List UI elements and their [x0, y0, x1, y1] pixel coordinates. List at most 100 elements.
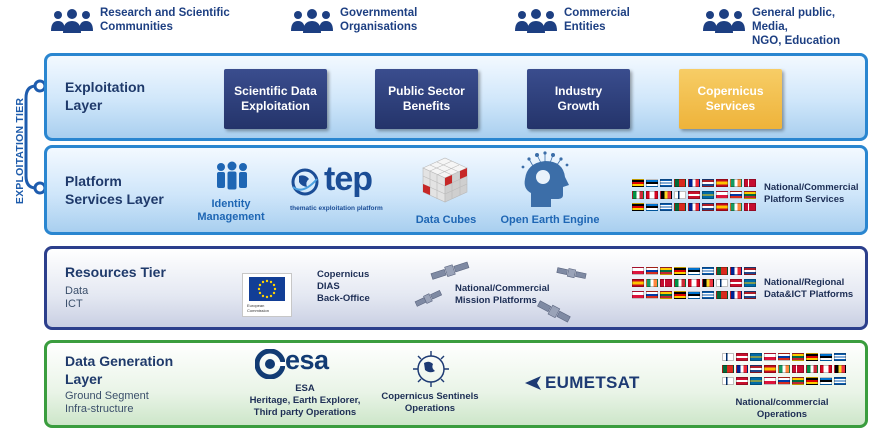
national-flag [764, 377, 776, 385]
user-group-government: Governmental Organisations [290, 6, 417, 46]
national-flag [744, 203, 756, 211]
national-flag [702, 191, 714, 199]
data-cubes-label: Data Cubes [415, 214, 477, 226]
tep-subtitle: thematic exploitation platform [290, 205, 383, 212]
national-platforms-label: National/Commercial Platform Services [764, 182, 859, 205]
national-flag [750, 365, 762, 373]
national-flag [674, 279, 686, 287]
identity-users-icon [217, 161, 247, 190]
national-flag [660, 267, 672, 275]
layer-title: Platform Services Layer [65, 173, 164, 207]
national-flag [820, 353, 832, 361]
national-flag [792, 365, 804, 373]
national-flag [730, 279, 742, 287]
national-flag [722, 365, 734, 373]
scientific-data-box: Scientific Data Exploitation [224, 69, 327, 129]
national-flag [834, 377, 846, 385]
esa-logo-text: esa [285, 345, 329, 375]
national-flag [730, 179, 742, 187]
national-flag [778, 353, 790, 361]
national-flag [688, 267, 700, 275]
national-flag [792, 353, 804, 361]
copernicus-sentinels-label: Copernicus Sentinels Operations [381, 391, 479, 414]
national-flag [702, 291, 714, 299]
national-flag [736, 377, 748, 385]
national-flag [722, 353, 734, 361]
national-flag [792, 377, 804, 385]
flags-grid [632, 267, 756, 299]
copernicus-services-box: Copernicus Services [679, 69, 782, 129]
layer-title: Resources Tier [65, 264, 166, 280]
tier-bracket [24, 79, 44, 195]
national-flag [778, 365, 790, 373]
national-operations-label: National/commercial Operations [735, 397, 829, 420]
platform-services-layer: Platform Services Layer Identity Managem… [44, 145, 868, 235]
national-flag [674, 179, 686, 187]
european-commission-logo: European Commission [242, 273, 292, 317]
national-flag [716, 267, 728, 275]
national-flag [716, 203, 728, 211]
national-flag [716, 179, 728, 187]
national-flag [806, 353, 818, 361]
national-flag [674, 203, 686, 211]
national-flag [744, 279, 756, 287]
national-flag [778, 377, 790, 385]
national-flag [820, 377, 832, 385]
national-flag [674, 191, 686, 199]
layer-subtitle: Data ICT [65, 285, 89, 310]
flags-grid [722, 353, 846, 385]
copernicus-dias-label: Copernicus DIAS Back-Office [317, 269, 370, 304]
national-flag [702, 279, 714, 287]
national-flag [632, 191, 644, 199]
resources-tier: Resources Tier Data ICT European Commiss… [44, 246, 868, 330]
tep-globe-icon [291, 168, 319, 196]
national-flag [730, 191, 742, 199]
people-group-icon [703, 9, 745, 33]
national-flag [632, 291, 644, 299]
flags-grid [632, 179, 756, 211]
national-flag [660, 203, 672, 211]
layer-title: Exploitation Layer [65, 79, 146, 113]
eu-flag-icon [249, 277, 285, 301]
national-flag [660, 179, 672, 187]
national-flag [632, 267, 644, 275]
user-group-public: General public, Media, NGO, Education [702, 6, 870, 47]
national-flag [632, 203, 644, 211]
data-generation-layer: Data Generation Layer Ground Segment Inf… [44, 340, 868, 428]
national-flag [702, 267, 714, 275]
national-flag [702, 203, 714, 211]
user-group-label: Research and Scientific Communities [100, 7, 230, 33]
national-flag [806, 365, 818, 373]
open-earth-engine-label: Open Earth Engine [500, 214, 600, 226]
national-flag [688, 179, 700, 187]
tep-logo-text: tep [324, 160, 373, 198]
layer-title: Data Generation Layer [65, 353, 174, 387]
national-flag [688, 291, 700, 299]
eumetsat-logo-icon [525, 376, 541, 390]
national-flag [744, 291, 756, 299]
national-flag [632, 179, 644, 187]
national-flag [730, 291, 742, 299]
national-flag [646, 179, 658, 187]
national-flag [744, 191, 756, 199]
public-sector-box: Public Sector Benefits [375, 69, 478, 129]
national-flag [834, 365, 846, 373]
mission-platforms-label: National/Commercial Mission Platforms [455, 283, 550, 306]
user-group-label: Governmental Organisations [340, 7, 418, 33]
open-earth-engine-icon [521, 151, 569, 207]
eumetsat-logo-text: EUMETSAT [545, 373, 640, 392]
national-flag [744, 267, 756, 275]
esa-caption: ESA Heritage, Earth Explorer, Third part… [249, 383, 361, 418]
national-flag [722, 377, 734, 385]
people-group-icon [51, 9, 93, 33]
national-flag [820, 365, 832, 373]
satellites-icon [414, 261, 587, 323]
copernicus-sentinels-icon [413, 351, 449, 387]
national-flag [646, 203, 658, 211]
national-flag [834, 353, 846, 361]
national-flag [702, 179, 714, 187]
user-group-research: Research and Scientific Communities [50, 6, 230, 46]
national-flag [688, 279, 700, 287]
national-flag [688, 191, 700, 199]
national-flag [716, 191, 728, 199]
